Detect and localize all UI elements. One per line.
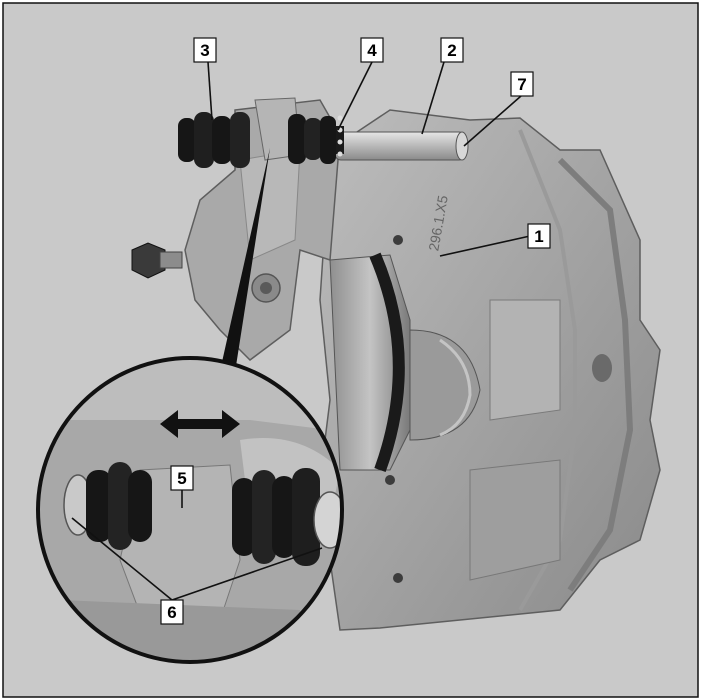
svg-text:6: 6 — [167, 603, 176, 622]
svg-text:1: 1 — [534, 227, 543, 246]
callout-2: 2 — [440, 37, 464, 63]
rubber-boot-left — [178, 112, 250, 168]
magnifier-circle — [36, 148, 344, 664]
callout-6: 6 — [160, 599, 184, 625]
svg-text:7: 7 — [517, 75, 526, 94]
svg-text:3: 3 — [200, 41, 209, 60]
caliper-body: 296.1.X5 — [131, 97, 661, 631]
callout-5: 5 — [170, 465, 194, 491]
leader-lines — [71, 61, 531, 601]
callout-7: 7 — [510, 71, 534, 97]
callout-4: 4 — [360, 37, 384, 63]
rubber-boot-right — [288, 114, 344, 164]
svg-text:4: 4 — [367, 41, 377, 60]
svg-text:2: 2 — [447, 41, 456, 60]
callout-1: 1 — [527, 223, 551, 249]
svg-text:5: 5 — [177, 469, 186, 488]
callout-3: 3 — [193, 37, 217, 63]
double-arrow-icon — [160, 410, 240, 438]
